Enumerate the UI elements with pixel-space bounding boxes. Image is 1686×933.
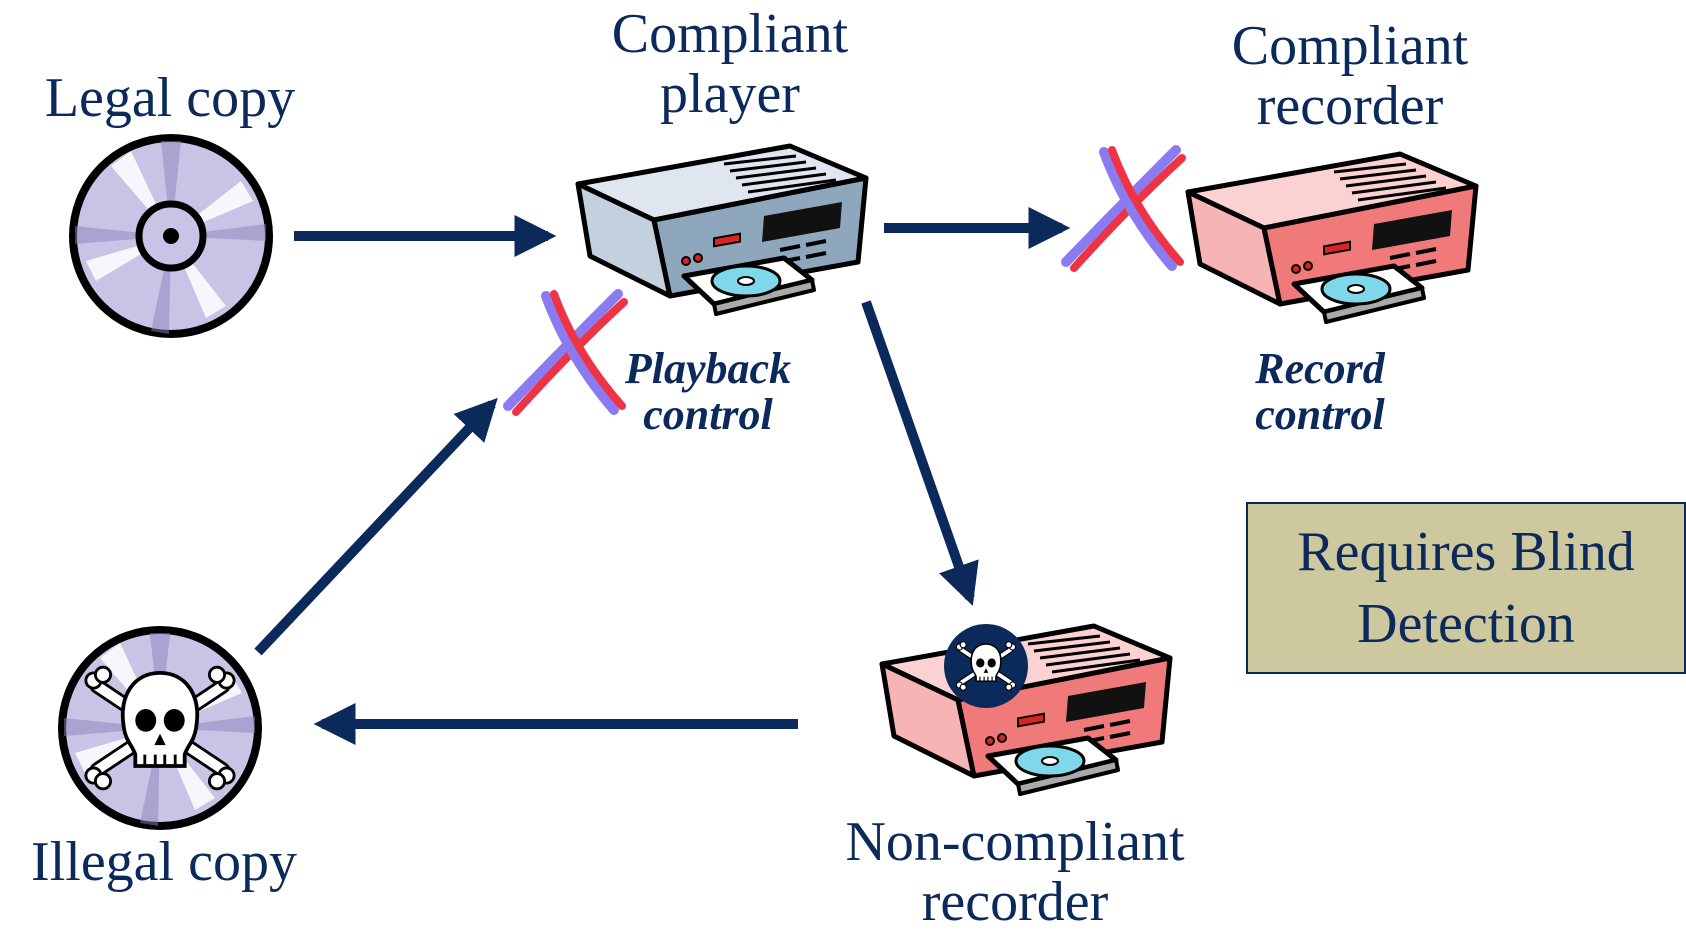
non-compliant-recorder-label-line2: recorder [921, 871, 1109, 933]
playback-control-line1: Playback [624, 344, 792, 393]
compliant-recorder-label: Compliant recorder [1180, 16, 1520, 136]
record-control-line1: Record [1255, 344, 1385, 393]
record-blocked-cross-icon [1066, 150, 1182, 268]
arrow-player-to-noncompliant [861, 300, 979, 606]
non-compliant-recorder-label-line1: Non-compliant [845, 811, 1185, 873]
legal-copy-disc-icon [69, 134, 273, 338]
record-control-label: Record control [1220, 346, 1420, 438]
compliant-recorder-label-line2: recorder [1256, 75, 1444, 137]
illegal-copy-skull-disc-icon [58, 626, 262, 830]
legal-copy-label: Legal copy [44, 67, 296, 129]
playback-control-label: Playback control [598, 346, 818, 438]
compliant-player-icon [578, 146, 866, 314]
compliant-player-label-line1: Compliant [611, 3, 849, 65]
non-compliant-recorder-icon [882, 626, 1170, 794]
compliant-recorder-icon [1188, 154, 1476, 322]
blind-detection-note-line1: Requires Blind [1297, 521, 1635, 583]
record-control-line2: control [1255, 390, 1385, 439]
compliant-player-label: Compliant player [560, 4, 900, 124]
blind-detection-note: Requires Blind Detection [1246, 502, 1686, 674]
compliant-player-label-line2: player [660, 63, 800, 125]
playback-control-line2: control [643, 390, 773, 439]
blind-detection-note-line2: Detection [1357, 593, 1575, 655]
compliant-recorder-label-line1: Compliant [1231, 15, 1469, 77]
arrow-illegal-to-player [254, 397, 498, 656]
pirate-skull-badge-icon [944, 624, 1028, 708]
illegal-copy-label: Illegal copy [31, 831, 297, 893]
non-compliant-recorder-label: Non-compliant recorder [790, 812, 1240, 932]
